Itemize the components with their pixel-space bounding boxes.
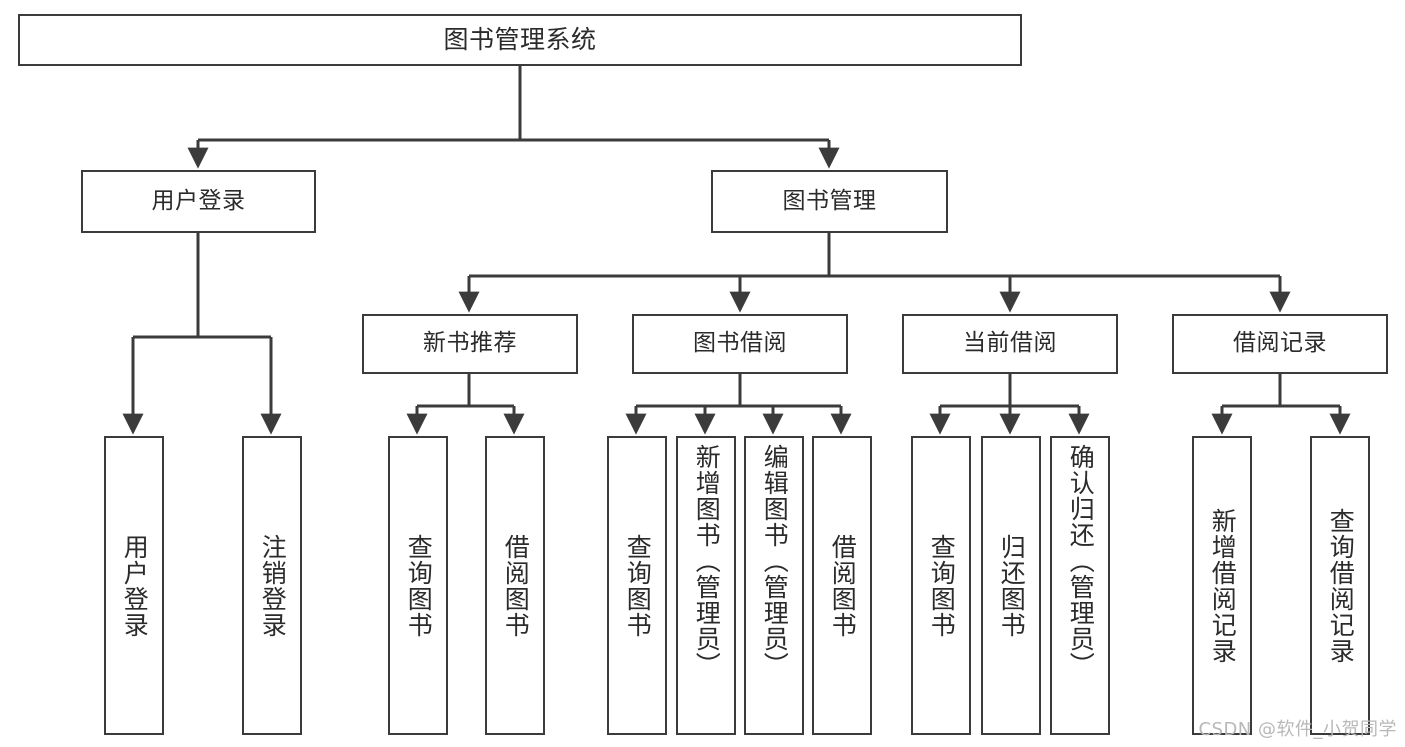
node-leaf-query-record[interactable]: 查询借阅记录 <box>1310 436 1370 735</box>
csdn-watermark: CSDN @软件_小贺同学 <box>1198 719 1397 740</box>
node-label: 图书管理 <box>782 187 877 214</box>
node-leaf-borrow-book-2[interactable]: 借阅图书 <box>812 436 872 735</box>
node-label: 借阅记录 <box>1233 330 1327 357</box>
node-label: 新书推荐 <box>423 330 517 357</box>
node-current-borrow[interactable]: 当前借阅 <box>902 314 1118 374</box>
node-label: 查询图书 <box>404 533 434 638</box>
node-borrow-record[interactable]: 借阅记录 <box>1172 314 1388 374</box>
node-leaf-query-book-2[interactable]: 查询图书 <box>607 436 667 735</box>
node-leaf-return-book[interactable]: 归还图书 <box>981 436 1041 735</box>
node-label: 编辑图书（管理员） <box>760 444 790 678</box>
node-label: 查询图书 <box>927 533 957 638</box>
node-label: 归还图书 <box>997 533 1027 638</box>
node-leaf-confirm-return[interactable]: 确认归还（管理员） <box>1050 436 1110 735</box>
node-leaf-borrow-book-1[interactable]: 借阅图书 <box>485 436 545 735</box>
node-label: 借阅图书 <box>828 533 858 638</box>
node-root-图书管理系统[interactable]: 图书管理系统 <box>18 14 1022 66</box>
node-label: 用户登录 <box>120 533 150 638</box>
node-label: 当前借阅 <box>963 330 1057 357</box>
node-leaf-edit-book[interactable]: 编辑图书（管理员） <box>744 436 804 735</box>
node-label: 确认归还（管理员） <box>1066 444 1096 678</box>
node-user-login[interactable]: 用户登录 <box>81 170 316 233</box>
node-label: 新增图书（管理员） <box>692 444 722 678</box>
node-new-book-recommend[interactable]: 新书推荐 <box>362 314 578 374</box>
node-book-manage[interactable]: 图书管理 <box>711 170 948 233</box>
node-label: 查询借阅记录 <box>1326 507 1356 664</box>
node-label: 查询图书 <box>623 533 653 638</box>
node-leaf-add-book[interactable]: 新增图书（管理员） <box>676 436 736 735</box>
node-label: 借阅图书 <box>501 533 531 638</box>
node-label: 图书管理系统 <box>443 25 597 54</box>
node-label: 图书借阅 <box>693 330 787 357</box>
node-leaf-logout[interactable]: 注销登录 <box>242 436 302 735</box>
node-label: 注销登录 <box>258 533 288 638</box>
node-leaf-add-record[interactable]: 新增借阅记录 <box>1192 436 1252 735</box>
node-label: 用户登录 <box>151 187 246 214</box>
node-leaf-user-login[interactable]: 用户登录 <box>104 436 164 735</box>
node-book-borrow[interactable]: 图书借阅 <box>632 314 848 374</box>
node-label: 新增借阅记录 <box>1208 507 1238 664</box>
node-leaf-query-book-3[interactable]: 查询图书 <box>911 436 971 735</box>
node-leaf-query-book-1[interactable]: 查询图书 <box>388 436 448 735</box>
